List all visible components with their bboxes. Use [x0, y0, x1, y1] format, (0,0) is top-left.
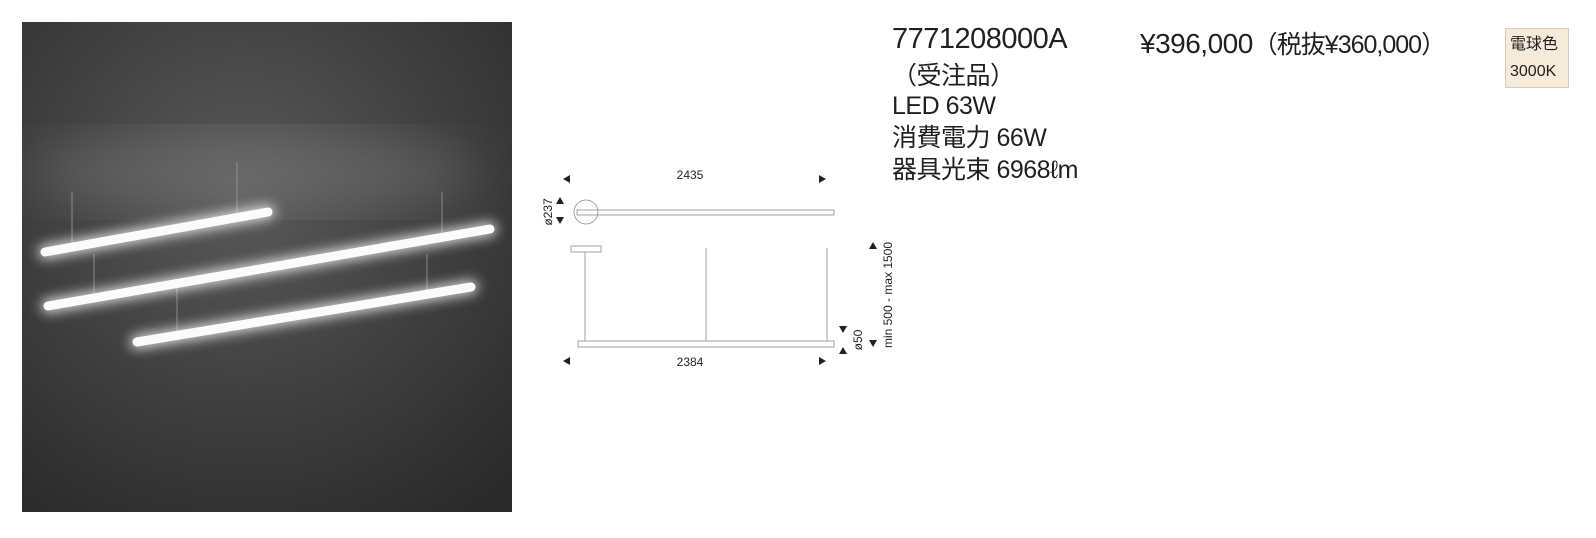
luminous-flux-spec: 器具光束 6968ℓm — [892, 156, 1078, 184]
canopy-diameter-label: ø237 — [541, 198, 555, 226]
canopy-plan — [573, 199, 599, 225]
light-bar — [43, 224, 495, 311]
color-temp: 3000K — [1510, 63, 1557, 80]
arrow-left-icon — [563, 357, 570, 365]
arrow-right-icon — [819, 357, 826, 365]
arrow-up-icon — [839, 347, 847, 354]
arrow-up-icon — [869, 242, 877, 249]
arrow-up-icon — [556, 197, 564, 204]
product-photo — [22, 22, 512, 512]
arrow-right-icon — [819, 175, 826, 183]
tube-diameter-label: ø50 — [851, 329, 865, 350]
order-note: （受注品） — [892, 62, 1015, 90]
light-bar — [132, 282, 476, 347]
arrow-down-icon — [556, 217, 564, 224]
color-temperature-badge: 電球色 3000K — [1505, 28, 1569, 88]
price-tax-included: ¥396,000 — [1140, 28, 1253, 59]
tube-side — [577, 340, 835, 348]
bottom-width-label: 2384 — [677, 355, 704, 369]
canopy-side — [570, 245, 602, 253]
tube-plan — [576, 209, 835, 216]
price-tax-excluded: （税抜¥360,000） — [1252, 31, 1446, 59]
power-spec: 消費電力 66W — [892, 124, 1047, 152]
suspension-range-label: min 500 - max 1500 — [881, 242, 895, 348]
price: ¥396,000（税抜¥360,000） — [1140, 25, 1446, 61]
color-name: 電球色 — [1510, 36, 1559, 53]
dimension-diagram: 2435 ø237 2384 ø50 min 500 - max 1500 — [541, 168, 895, 369]
model-number: 7771208000A — [892, 23, 1068, 55]
arrow-down-icon — [869, 340, 877, 347]
light-bar — [40, 207, 273, 257]
top-width-label: 2435 — [677, 168, 704, 182]
arrow-left-icon — [563, 175, 570, 183]
led-spec: LED 63W — [892, 92, 996, 120]
arrow-down-icon — [839, 326, 847, 333]
